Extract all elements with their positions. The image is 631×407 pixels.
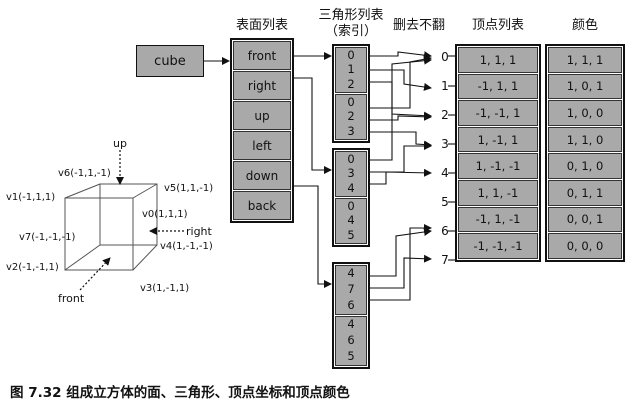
- vertex-index: 3: [441, 137, 449, 151]
- right-label: right: [186, 225, 212, 238]
- tri-to-vertex-arrow: [370, 224, 432, 301]
- triangle-index: 4: [347, 317, 355, 332]
- color-cell: 0, 0, 1: [548, 206, 622, 233]
- triangle: 4 7 6: [335, 265, 367, 315]
- triangle-index: 0: [347, 94, 355, 109]
- color-cell: 1, 1, 1: [548, 47, 622, 73]
- triangle-index: 5: [347, 349, 355, 364]
- triangle-index: 0: [347, 47, 355, 62]
- vertex-index: 5: [441, 195, 449, 209]
- vertex-index: 0: [441, 50, 449, 64]
- faces-header: 表面列表: [235, 18, 288, 33]
- face-left: left: [233, 131, 291, 160]
- face-back-arrow: [294, 185, 332, 288]
- v0-label: v0(1,1,1): [142, 209, 188, 220]
- v2-label: v2(-1,-1,1): [6, 262, 59, 273]
- triangle-index: 6: [347, 298, 355, 313]
- triangle: 0 2 3: [335, 94, 367, 140]
- face-right: right: [233, 71, 291, 100]
- triangle-index: 5: [347, 227, 355, 242]
- tri-to-vertex-arrow: [370, 56, 432, 161]
- face-list: front right up left down back: [230, 38, 294, 223]
- triangle: 0 1 2: [335, 47, 367, 93]
- vertex-cell: -1, 1, 1: [458, 73, 538, 100]
- color-list: 1, 1, 1 1, 0, 1 1, 0, 0 1, 1, 0 0, 1, 0 …: [545, 44, 625, 262]
- triangle-index: 4: [347, 180, 355, 195]
- v3-label: v3(1,-1,1): [140, 283, 190, 294]
- triangle-index: 3: [347, 166, 355, 181]
- vertex-index: 2: [441, 108, 449, 122]
- triangle-index: 0: [347, 198, 355, 213]
- colors-header: 颜色: [571, 18, 598, 33]
- culling-header: 删去不翻: [392, 18, 445, 33]
- triangle-index: 4: [347, 266, 355, 281]
- tri-to-vertex-arrow: [370, 254, 432, 289]
- triangle-index: 4: [347, 213, 355, 228]
- vertex-index: 1: [441, 79, 449, 93]
- tri-to-vertex-arrow: [370, 51, 432, 60]
- vertices-header: 顶点列表: [471, 18, 524, 33]
- face-up: up: [233, 101, 291, 130]
- tri-to-vertex-arrow: [370, 142, 432, 173]
- triangle: 0 4 5: [335, 198, 367, 244]
- tri-to-vertex-arrow: [370, 131, 432, 149]
- v5-label: v5(1,1,-1): [164, 183, 214, 194]
- color-cell: 1, 0, 1: [548, 73, 622, 100]
- triangle-index: 6: [347, 333, 355, 348]
- tri-to-vertex-arrow: [370, 228, 432, 277]
- vertex-cell: 1, -1, 1: [458, 126, 538, 153]
- color-cell: 1, 1, 0: [548, 126, 622, 153]
- color-cell: 0, 1, 1: [548, 179, 622, 206]
- vertex-index: 6: [441, 224, 449, 238]
- v6-label: v6(-1,1,-1): [58, 168, 111, 179]
- front-label: front: [58, 292, 85, 305]
- vertex-cell: 1, 1, -1: [458, 179, 538, 206]
- v4-label: v4(1,-1,-1): [160, 241, 213, 252]
- triangles-header: 三角形列表: [318, 8, 384, 23]
- triangle-group-1: 0 1 2 0 2 3: [332, 44, 370, 143]
- color-cell: 1, 0, 0: [548, 100, 622, 126]
- triangle-group-3: 4 7 6 4 6 5: [332, 262, 370, 369]
- vertex-cell: -1, 1, -1: [458, 206, 538, 233]
- triangle-index: 3: [347, 123, 355, 138]
- face-right-arrow: [294, 77, 332, 174]
- vertex-cell: -1, -1, -1: [458, 233, 538, 259]
- vertex-cell: 1, -1, -1: [458, 153, 538, 179]
- triangles-subheader: （索引）: [324, 24, 377, 39]
- triangle-index: 7: [347, 282, 355, 297]
- triangle: 4 6 5: [335, 316, 367, 366]
- vertex-cell: -1, -1, 1: [458, 100, 538, 126]
- tri-to-vertex-arrow: [370, 55, 432, 109]
- cube-box: cube: [136, 45, 204, 77]
- triangle-index: 2: [347, 76, 355, 91]
- face-back: back: [233, 191, 291, 220]
- triangle: 0 3 4: [335, 151, 367, 197]
- triangle-index: 0: [347, 151, 355, 166]
- triangle-group-2: 0 3 4 0 4 5: [332, 148, 370, 247]
- v1-label: v1(-1,1,1): [6, 192, 56, 203]
- vertex-list: 1, 1, 1 -1, 1, 1 -1, -1, 1 1, -1, 1 1, -…: [455, 44, 541, 262]
- face-down: down: [233, 161, 291, 190]
- vertex-index: 4: [441, 166, 449, 180]
- tri-to-vertex-arrow: [370, 69, 432, 91]
- figure-caption: 图 7.32 组成立方体的面、三角形、顶点坐标和顶点颜色: [10, 385, 350, 401]
- tri-to-vertex-arrow: [370, 168, 432, 185]
- color-cell: 0, 0, 0: [548, 233, 622, 259]
- color-cell: 0, 1, 0: [548, 153, 622, 179]
- vertex-cell: 1, 1, 1: [458, 47, 538, 73]
- triangle-index: 2: [347, 109, 355, 124]
- tri-to-vertex-arrow: [370, 112, 432, 121]
- triangle-index: 1: [347, 62, 355, 77]
- cube-wireframe: [64, 183, 158, 271]
- vertex-index: 7: [441, 253, 449, 267]
- v7-label: v7(-1,-1,-1): [19, 232, 76, 243]
- up-label: up: [113, 137, 127, 150]
- face-front: front: [233, 41, 291, 70]
- front-arrow: [79, 257, 111, 291]
